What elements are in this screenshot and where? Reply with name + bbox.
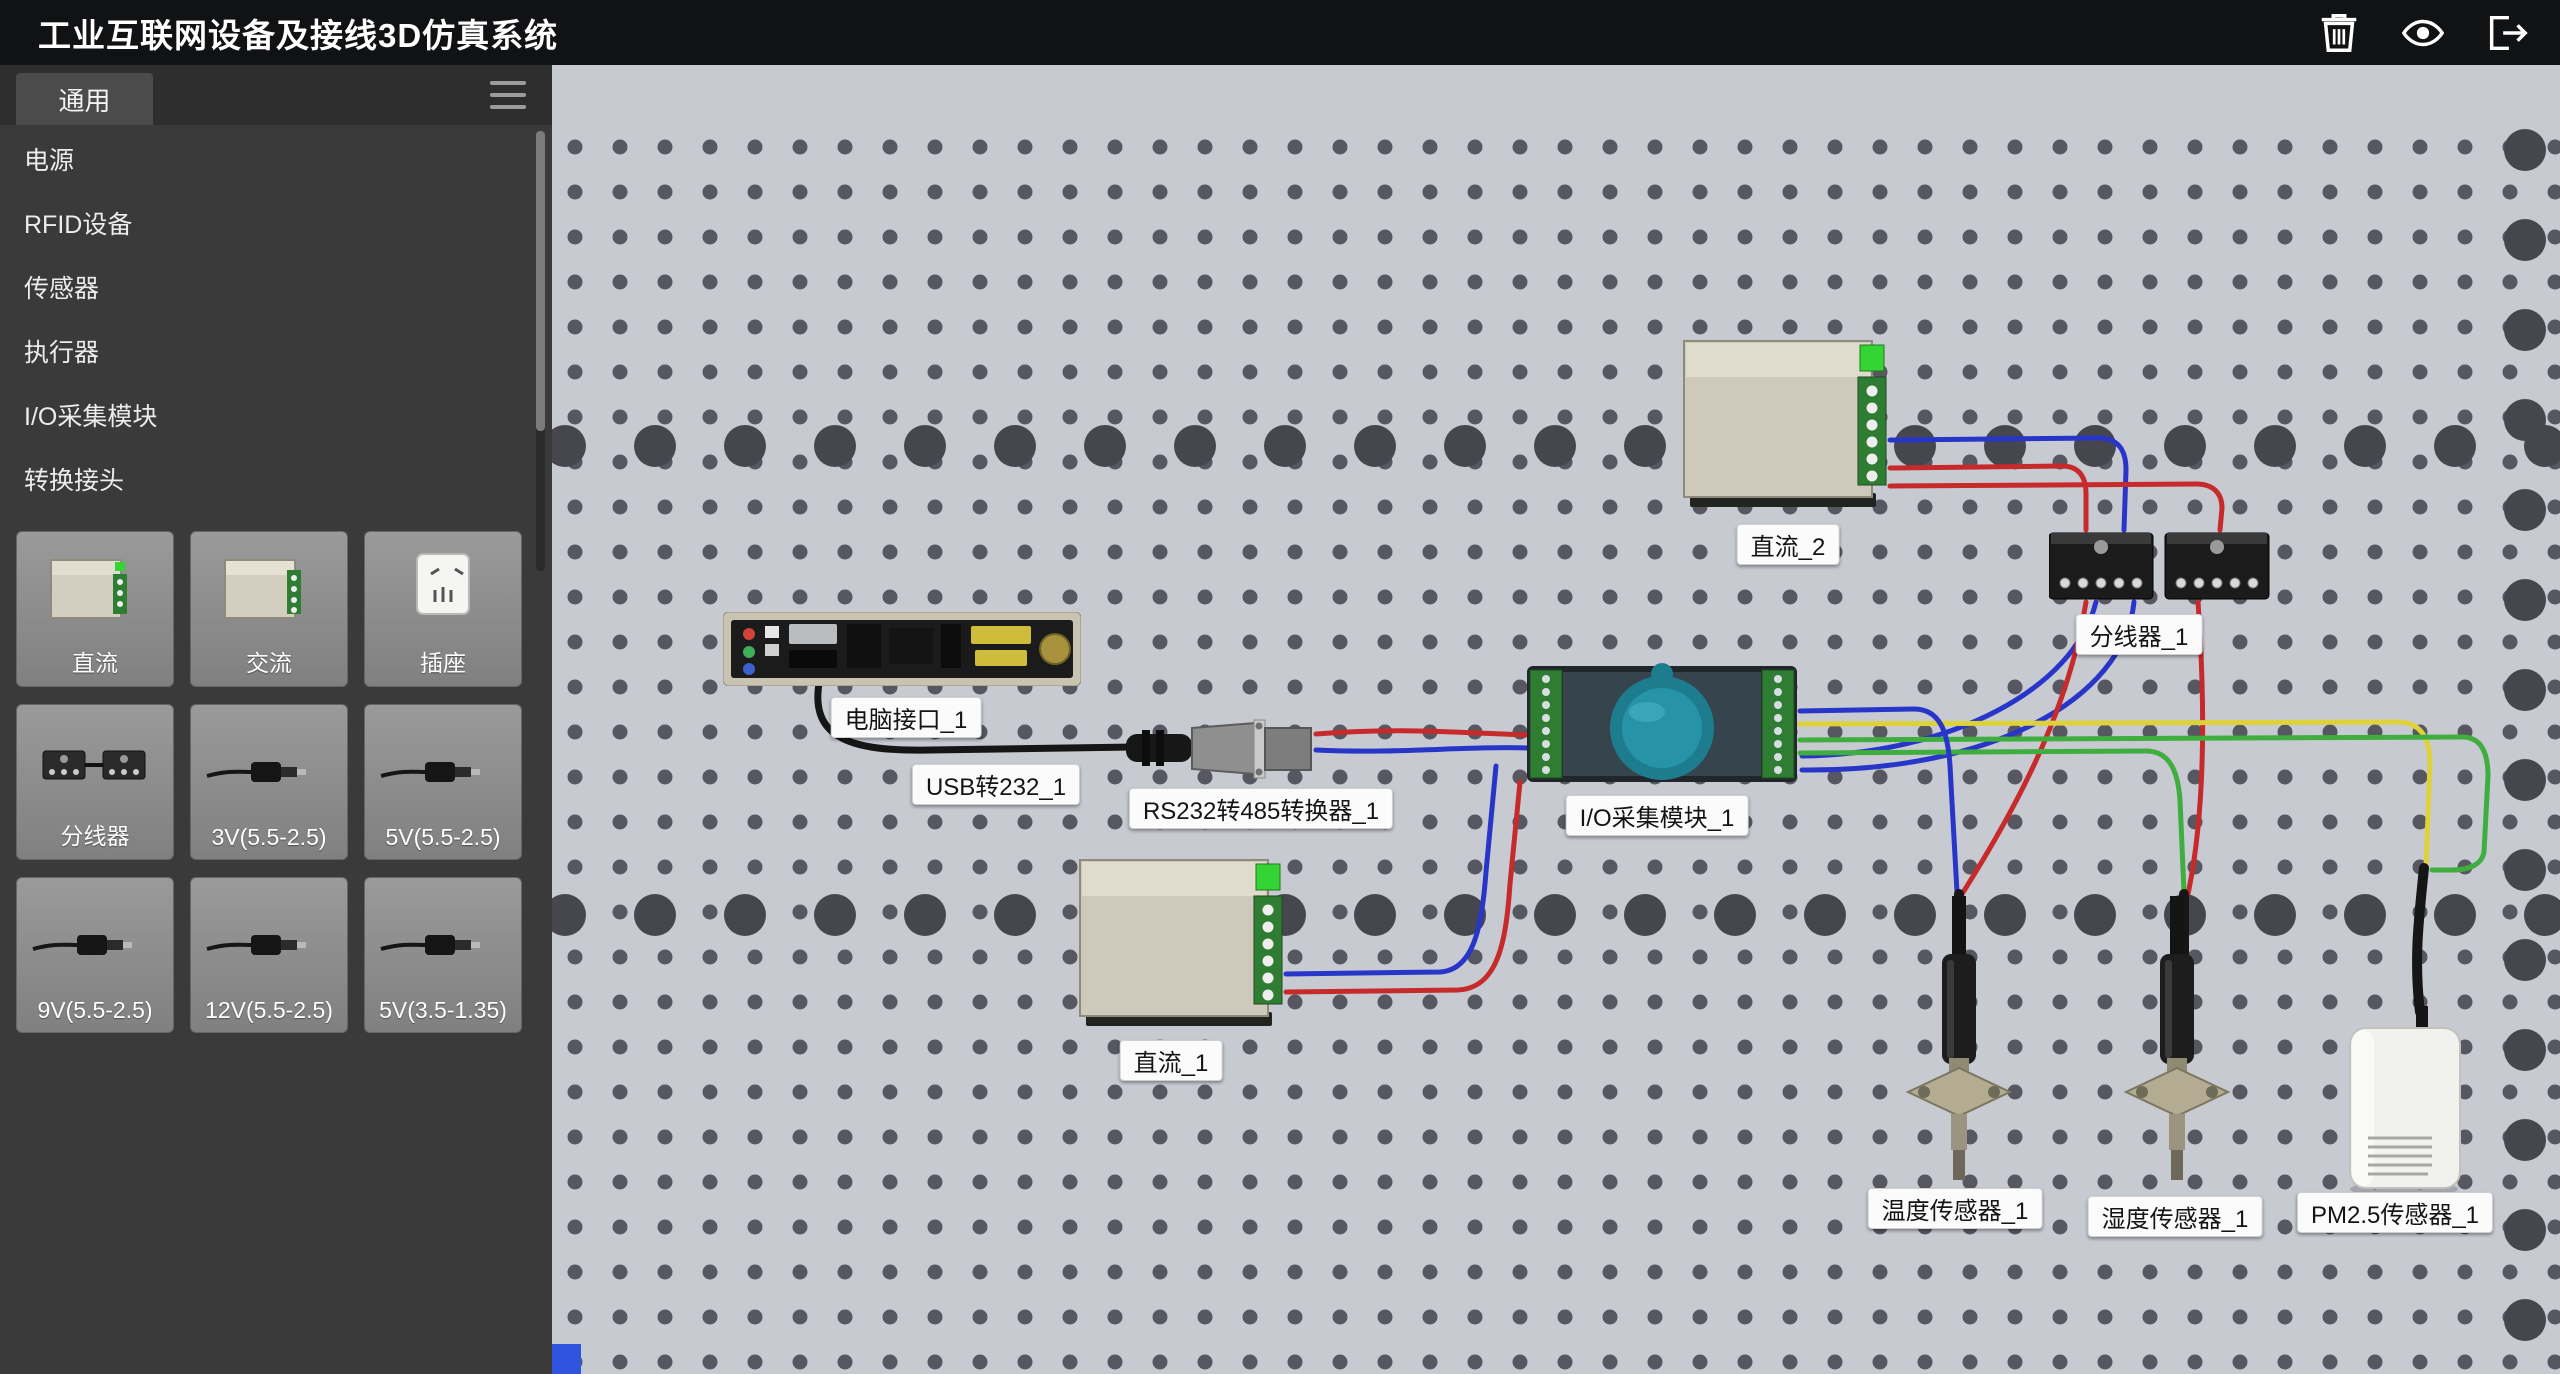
tab-general[interactable]: 通用	[16, 73, 153, 125]
app-title: 工业互联网设备及接线3D仿真系统	[38, 16, 559, 54]
eye-icon	[2401, 19, 2445, 46]
titlebar-actions	[2310, 4, 2560, 62]
palette-tile-dc[interactable]: 直流	[16, 531, 174, 687]
device-splitter[interactable]	[2048, 519, 2273, 614]
sidebar-scrollbar	[536, 131, 545, 571]
view-button[interactable]	[2394, 4, 2452, 62]
serial-converter-graphic	[1126, 719, 1312, 779]
palette-tile-label: 9V(5.5-2.5)	[37, 997, 153, 1023]
device-label-usb232: USB转232_1	[911, 764, 1081, 805]
device-computer-io-panel[interactable]	[722, 611, 1082, 691]
device-pm25-sensor[interactable]	[2338, 1006, 2474, 1203]
device-temperature-sensor[interactable]	[1902, 896, 2017, 1191]
plug-icon	[206, 935, 306, 955]
device-label-splitter: 分线器_1	[2075, 614, 2203, 655]
device-usb-serial-and-converter[interactable]	[1124, 712, 1320, 785]
palette-tile-5v[interactable]: 5V(5.5-2.5)	[364, 704, 522, 860]
plug-icon	[206, 762, 306, 782]
palette-tile-label: 12V(5.5-2.5)	[205, 997, 333, 1023]
sidebar-scrollbar-thumb[interactable]	[536, 131, 545, 431]
palette-tile-9v[interactable]: 9V(5.5-2.5)	[16, 877, 174, 1033]
menu-icon[interactable]	[490, 81, 526, 109]
device-io-module[interactable]	[1527, 658, 1797, 793]
device-label-humidity: 湿度传感器_1	[2087, 1196, 2263, 1237]
sidebar-item-io-modules[interactable]: I/O采集模块	[24, 403, 158, 431]
io-module-graphic	[1527, 663, 1797, 782]
palette-tile-label: 5V(3.5-1.35)	[379, 997, 507, 1023]
probe-sensor-graphic	[1905, 896, 2013, 1180]
device-dc-power-2[interactable]	[1674, 327, 1894, 518]
palette-tile-label: 插座	[420, 650, 466, 676]
delete-button[interactable]	[2310, 4, 2368, 62]
sidebar-tabstrip: 通用	[0, 65, 552, 125]
palette-tile-label: 5V(5.5-2.5)	[385, 824, 501, 850]
exit-icon	[2489, 15, 2528, 50]
palette-tile-splitter[interactable]: 分线器	[16, 704, 174, 860]
sidebar-item-rfid[interactable]: RFID设备	[24, 211, 133, 239]
device-label-pc: 电脑接口_1	[830, 697, 982, 738]
sidebar: 通用 电源 RFID设备 传感器 执行器 I/O采集模块 转换接头	[0, 65, 552, 1374]
device-label-pm25: PM2.5传感器_1	[2296, 1192, 2494, 1233]
dc-power-icon	[50, 559, 127, 619]
plug-icon	[380, 935, 480, 955]
trash-icon	[2321, 13, 2357, 52]
socket-icon	[416, 553, 470, 615]
dc-power-supply-graphic	[1683, 340, 1887, 507]
palette-tile-label: 交流	[246, 650, 292, 676]
device-label-dc2: 直流_2	[1736, 524, 1840, 565]
device-label-rs485: RS232转485转换器_1	[1128, 788, 1394, 829]
splitter-icon	[42, 750, 146, 780]
exit-button[interactable]	[2478, 4, 2536, 62]
palette-tile-ac[interactable]: 交流	[190, 531, 348, 687]
device-dc-power-1[interactable]	[1070, 846, 1290, 1037]
canvas-corner-button[interactable]	[552, 1344, 581, 1374]
device-label-io: I/O采集模块_1	[1565, 795, 1749, 836]
probe-sensor-graphic	[2123, 896, 2231, 1180]
device-label-temp: 温度传感器_1	[1867, 1188, 2043, 1229]
sidebar-item-actuators[interactable]: 执行器	[24, 339, 100, 367]
dc-power-supply-graphic	[1079, 859, 1283, 1026]
splitter-graphic	[2048, 532, 2270, 600]
palette-tile-12v[interactable]: 12V(5.5-2.5)	[190, 877, 348, 1033]
computer-io-panel-graphic	[722, 611, 1082, 687]
sidebar-item-power[interactable]: 电源	[24, 147, 75, 175]
component-palette: 直流 交流 插座	[16, 531, 522, 1033]
titlebar: 工业互联网设备及接线3D仿真系统	[0, 0, 2560, 65]
palette-tile-5v-small[interactable]: 5V(3.5-1.35)	[364, 877, 522, 1033]
ac-power-icon	[224, 559, 301, 619]
palette-tile-socket[interactable]: 插座	[364, 531, 522, 687]
device-label-dc1: 直流_1	[1119, 1040, 1223, 1081]
plug-icon	[32, 935, 132, 955]
pm25-sensor-graphic	[2349, 1006, 2461, 1197]
palette-tile-label: 直流	[72, 650, 118, 676]
palette-tile-label: 分线器	[60, 823, 130, 849]
sidebar-item-adapters[interactable]: 转换接头	[24, 467, 125, 495]
sidebar-item-sensors[interactable]: 传感器	[24, 275, 100, 303]
palette-tile-label: 3V(5.5-2.5)	[211, 824, 327, 850]
plug-icon	[380, 762, 480, 782]
palette-tile-3v[interactable]: 3V(5.5-2.5)	[190, 704, 348, 860]
category-menu: 电源 RFID设备 传感器 执行器 I/O采集模块 转换接头	[0, 127, 530, 511]
device-humidity-sensor[interactable]	[2120, 896, 2235, 1191]
